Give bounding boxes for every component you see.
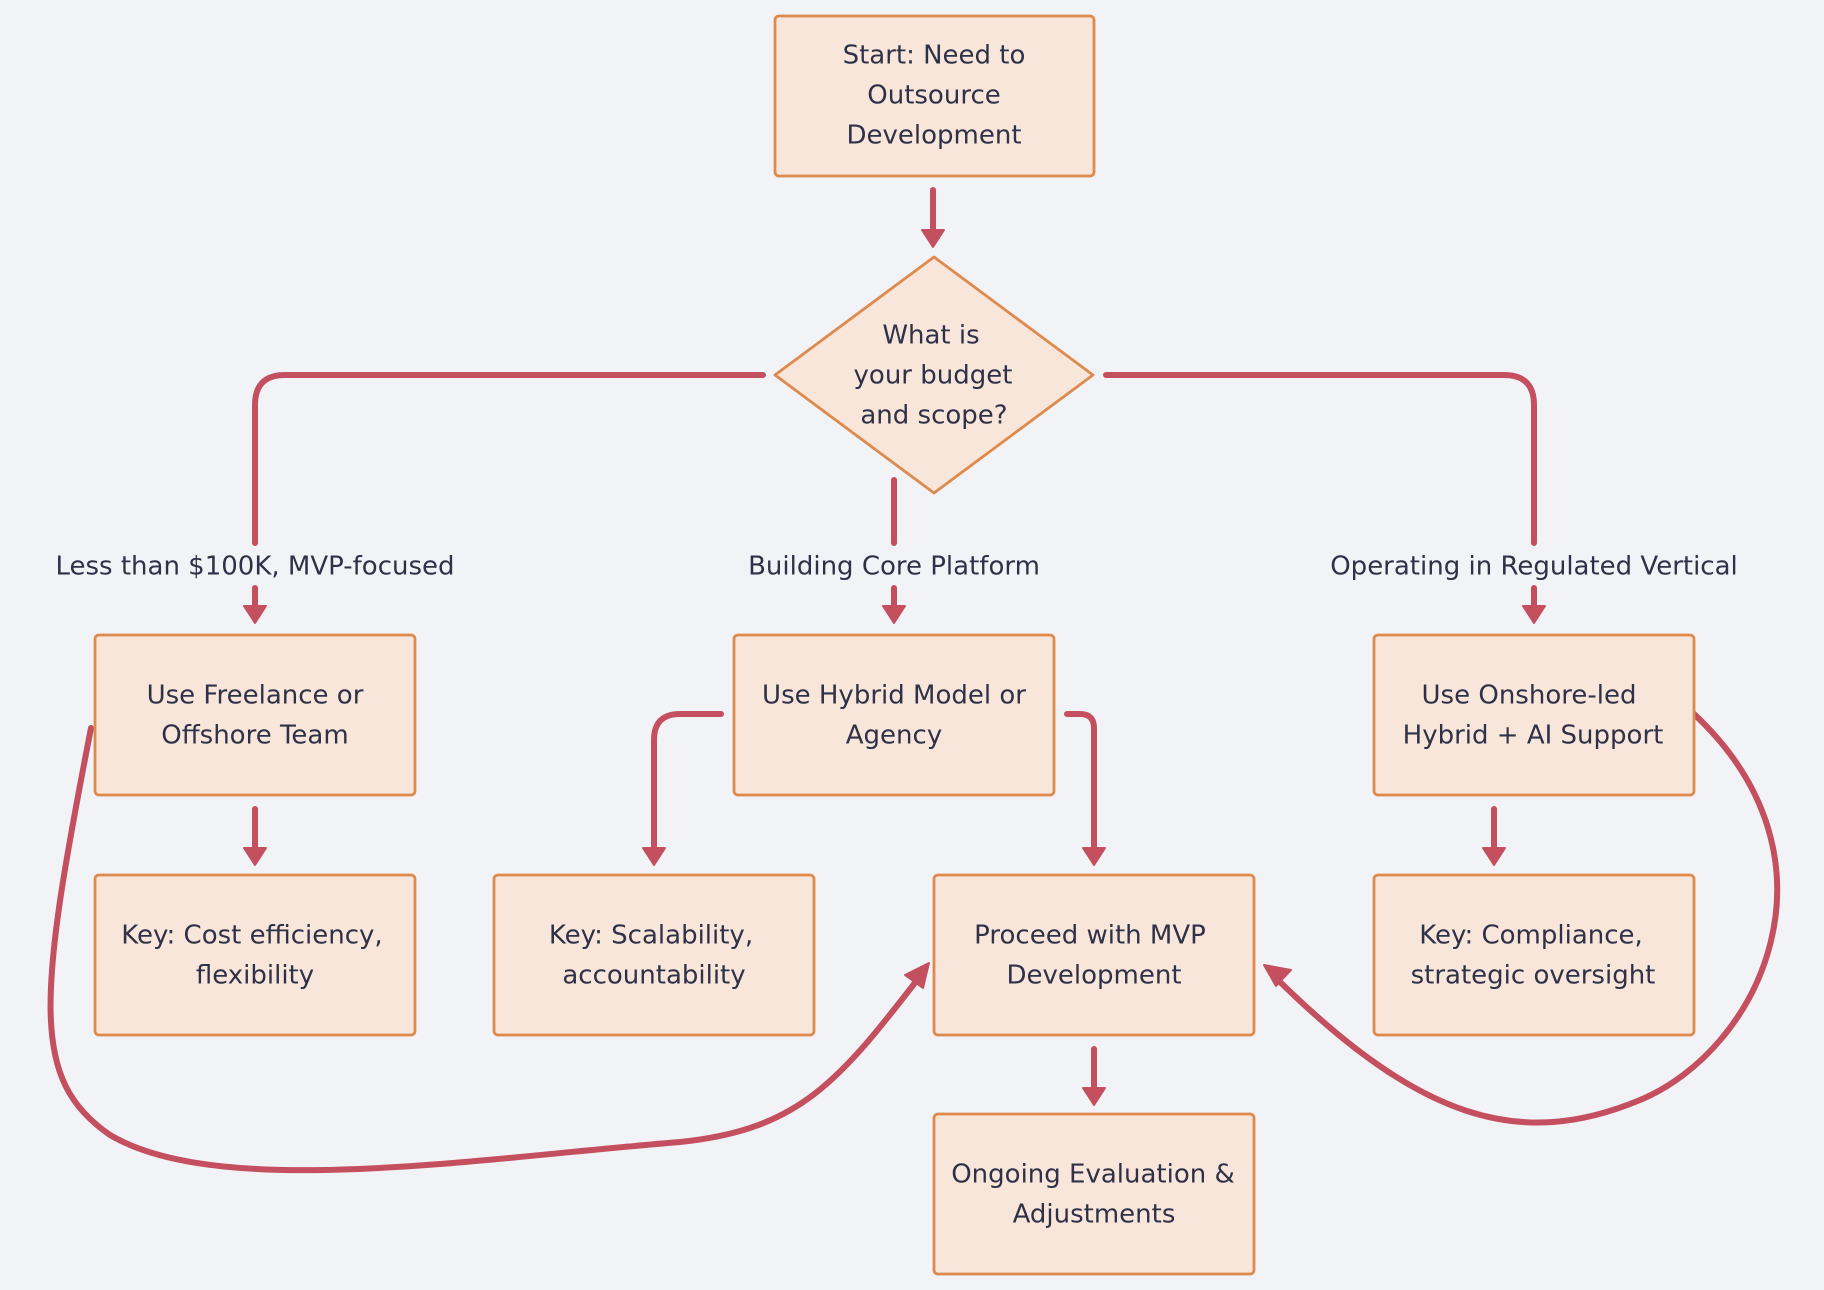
- node-hybrid-line-1: Use Hybrid Model or: [762, 681, 1026, 711]
- node-start: Start: Need to Outsource Development: [773, 14, 1096, 178]
- edge-decision-to-freelance: [252, 372, 766, 546]
- edge-label-budget: Less than $100K, MVP-focused: [55, 552, 454, 582]
- edge-start-to-decision: [921, 187, 945, 248]
- node-key-cost-line-2: flexibility: [196, 961, 314, 991]
- node-key-compliance-line-2: strategic oversight: [1411, 961, 1656, 991]
- node-key-scale-line-1: Key: Scalability,: [549, 921, 753, 951]
- node-onshore: Use Onshore-led Hybrid + AI Support: [1372, 633, 1696, 797]
- edge-hybrid-to-mvp: [1064, 711, 1106, 866]
- node-key-scale: Key: Scalability, accountability: [492, 873, 816, 1037]
- node-mvp: Proceed with MVP Development: [932, 873, 1256, 1037]
- edge-label-regulated-to-onshore: [1522, 585, 1546, 624]
- node-onshore-line-1: Use Onshore-led: [1422, 681, 1637, 711]
- edge-freelance-to-mvp: [47, 725, 930, 1174]
- node-key-compliance: Key: Compliance, strategic oversight: [1372, 873, 1696, 1037]
- edge-onshore-to-mvp: [1263, 711, 1781, 1126]
- node-decision-line-2: your budget: [854, 361, 1013, 391]
- node-mvp-line-1: Proceed with MVP: [974, 921, 1206, 951]
- node-freelance: Use Freelance or Offshore Team: [93, 633, 417, 797]
- edge-label-regulated-text: Operating in Regulated Vertical: [1330, 552, 1738, 582]
- node-evaluation-line-2: Adjustments: [1013, 1200, 1176, 1230]
- edge-label-core-to-hybrid: [882, 585, 906, 624]
- node-key-cost: Key: Cost efficiency, flexibility: [93, 873, 417, 1037]
- node-key-compliance-line-1: Key: Compliance,: [1419, 921, 1643, 951]
- node-start-line-2: Outsource: [867, 81, 1000, 111]
- edge-hybrid-to-key-scale: [642, 711, 724, 866]
- edge-label-budget-text: Less than $100K, MVP-focused: [55, 552, 454, 582]
- node-key-scale-line-2: accountability: [562, 961, 745, 991]
- node-key-cost-line-1: Key: Cost efficiency,: [121, 921, 382, 951]
- node-freelance-line-1: Use Freelance or: [147, 681, 364, 711]
- node-onshore-line-2: Hybrid + AI Support: [1403, 721, 1664, 751]
- edge-label-budget-to-freelance: [243, 585, 267, 624]
- node-decision: What is your budget and scope?: [773, 255, 1095, 495]
- edge-decision-to-onshore: [1103, 372, 1537, 546]
- edge-label-regulated: Operating in Regulated Vertical: [1330, 552, 1738, 582]
- node-mvp-line-2: Development: [1006, 961, 1181, 991]
- edge-label-core: Building Core Platform: [748, 552, 1040, 582]
- node-evaluation: Ongoing Evaluation & Adjustments: [932, 1112, 1256, 1276]
- edge-label-core-text: Building Core Platform: [748, 552, 1040, 582]
- node-decision-line-1: What is: [882, 321, 979, 351]
- node-hybrid: Use Hybrid Model or Agency: [732, 633, 1056, 797]
- node-hybrid-line-2: Agency: [846, 721, 942, 751]
- node-evaluation-line-1: Ongoing Evaluation &: [951, 1160, 1235, 1190]
- node-decision-line-3: and scope?: [860, 401, 1007, 431]
- node-start-line-3: Development: [846, 121, 1021, 151]
- node-start-line-1: Start: Need to: [843, 41, 1026, 71]
- edge-freelance-to-key-cost: [243, 806, 267, 866]
- edge-mvp-to-evaluation: [1082, 1046, 1106, 1106]
- edge-onshore-to-key-compliance: [1482, 806, 1506, 866]
- node-freelance-line-2: Offshore Team: [161, 721, 348, 751]
